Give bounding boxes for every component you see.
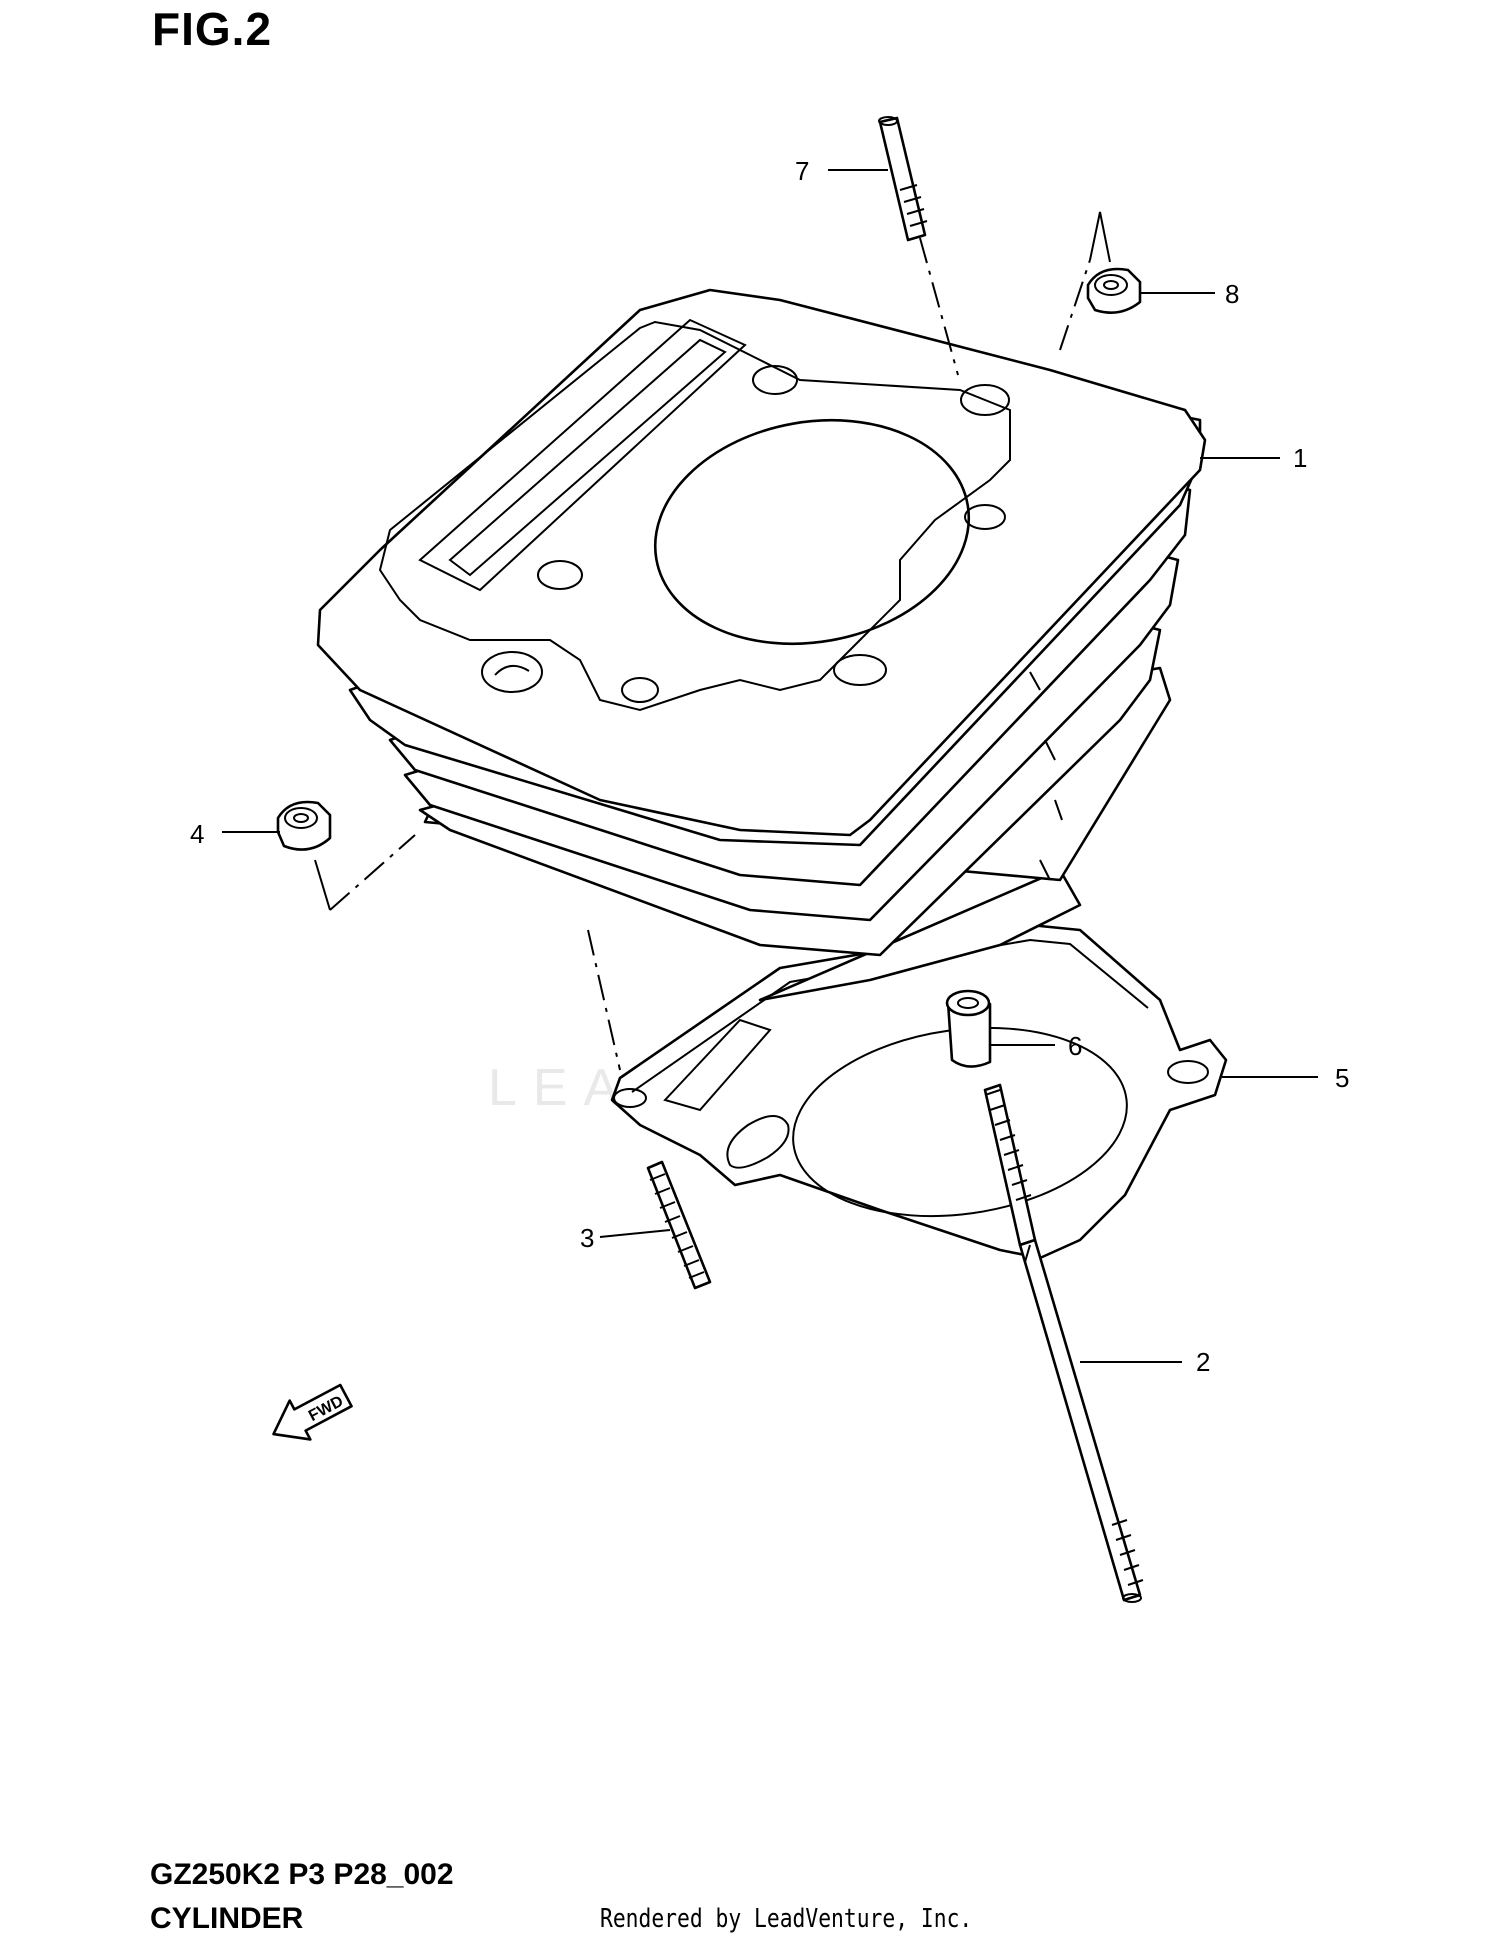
callout-7: 7 [795, 156, 809, 186]
assembly-lines [314, 211, 1111, 1263]
rendered-by-text: Rendered by LeadVenture, Inc. [600, 1904, 973, 1934]
fwd-arrow-icon: FWD [272, 1383, 353, 1441]
section-name: CYLINDER [150, 1902, 304, 1935]
callout-2: 2 [1196, 1347, 1210, 1377]
cylinder-base-gasket [610, 923, 1228, 1260]
callout-3: 3 [580, 1223, 594, 1253]
callouts: 1 2 3 4 5 6 7 8 [190, 156, 1349, 1377]
cylinder-block [316, 288, 1207, 1002]
stud-bolt-short [646, 1160, 712, 1290]
callout-4: 4 [190, 819, 204, 849]
flange-nut-top [1086, 267, 1142, 314]
dowel-pin [945, 989, 992, 1068]
callout-8: 8 [1225, 279, 1239, 309]
stud-bolt-long [983, 1083, 1144, 1603]
callout-1: 1 [1293, 443, 1307, 473]
callout-5: 5 [1335, 1063, 1349, 1093]
figure-title: FIG.2 [152, 3, 273, 55]
stud-bolt-top [878, 116, 928, 242]
callout-6: 6 [1068, 1031, 1082, 1061]
model-code: GZ250K2 P3 P28_002 [150, 1858, 454, 1891]
flange-nut-left [276, 800, 332, 851]
